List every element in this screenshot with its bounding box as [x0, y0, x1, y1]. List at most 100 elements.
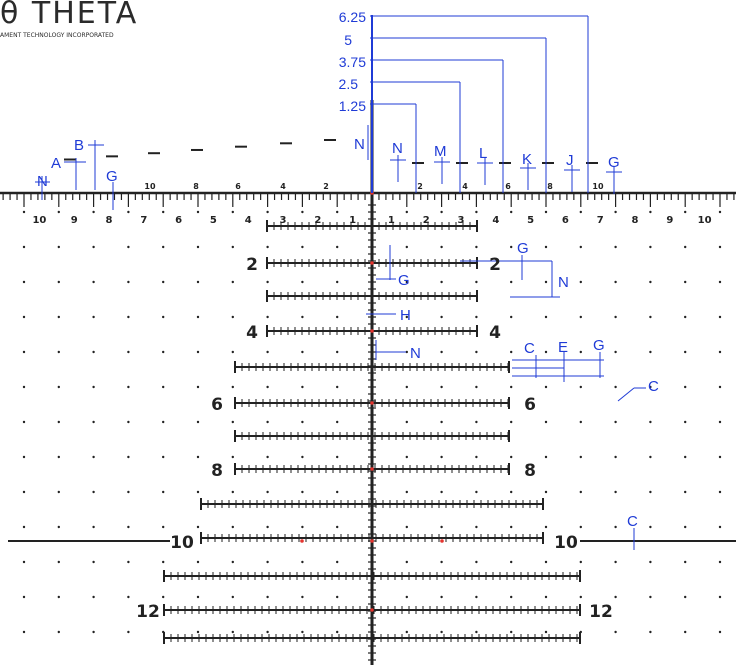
- aim-dot: [440, 560, 443, 564]
- aim-dot: [544, 455, 548, 459]
- holdover-label-left: 2: [323, 182, 329, 191]
- callout-n-left: N: [37, 173, 48, 190]
- aim-dot: [266, 280, 269, 284]
- aim-dot: [22, 630, 26, 634]
- aim-dot: [266, 315, 269, 319]
- aim-dot: [266, 385, 269, 389]
- aim-dot: [266, 420, 269, 424]
- callout-g-left: G: [106, 168, 118, 185]
- aim-dot: [405, 455, 408, 459]
- aim-dot: [510, 490, 513, 494]
- axis-label-right: 10: [698, 215, 712, 226]
- aim-dot: [266, 245, 269, 249]
- aim-dot: [196, 210, 200, 214]
- aim-dot: [544, 490, 548, 494]
- aim-dot: [684, 315, 687, 319]
- aim-dot: [22, 350, 26, 354]
- aim-dot: [614, 245, 617, 249]
- aim-dot: [127, 630, 130, 634]
- callout-l: L: [479, 145, 487, 162]
- aim-dot: [162, 385, 165, 389]
- aim-dot: [579, 455, 582, 459]
- aim-dot: [336, 245, 339, 249]
- aim-dot: [336, 525, 339, 529]
- aim-dot: [614, 595, 617, 599]
- aim-dot: [684, 560, 687, 564]
- aim-dot: [684, 420, 687, 424]
- center-dot: [370, 401, 374, 405]
- bar-label-right: 10: [554, 533, 578, 553]
- aim-dot: [370, 560, 374, 564]
- aim-dot: [510, 560, 513, 564]
- aim-dot: [57, 455, 60, 459]
- aim-dot: [231, 245, 234, 249]
- aim-dot: [266, 210, 269, 214]
- aim-dot: [301, 490, 304, 494]
- aim-dot: [614, 385, 617, 389]
- dim-label-1-25: 1.25: [339, 98, 366, 114]
- callout-g-upper-right: G: [517, 240, 529, 257]
- aim-dot: [370, 525, 374, 529]
- aim-dot: [544, 595, 548, 599]
- aim-dot: [370, 595, 374, 599]
- aim-dot: [440, 350, 443, 354]
- aim-dot: [475, 525, 478, 529]
- aim-dot: [510, 350, 513, 354]
- aim-dot: [301, 280, 304, 284]
- aim-dot: [718, 490, 722, 494]
- axis-label-left: 4: [245, 215, 252, 226]
- aim-dot: [231, 315, 234, 319]
- aim-dot: [440, 490, 443, 494]
- callout-a: A: [51, 155, 61, 172]
- aim-dot: [684, 525, 687, 529]
- aim-dot: [475, 245, 478, 249]
- aim-dot: [57, 420, 60, 424]
- aim-dot: [370, 315, 374, 319]
- aim-dot: [301, 630, 304, 634]
- callout-c-bottom: C: [627, 513, 638, 530]
- aim-dot: [22, 280, 26, 284]
- aim-dot: [196, 560, 200, 564]
- aim-dot: [649, 350, 652, 354]
- aim-dot: [614, 350, 617, 354]
- aim-dot: [475, 315, 478, 319]
- aim-dot: [370, 350, 374, 354]
- aim-dot: [370, 210, 374, 214]
- aim-dot: [57, 385, 60, 389]
- center-dot: [440, 539, 444, 543]
- callout-j: J: [566, 152, 574, 169]
- aim-dot: [544, 525, 548, 529]
- aim-dot: [301, 525, 304, 529]
- aim-dot: [649, 630, 652, 634]
- aim-dot: [57, 315, 60, 319]
- aim-dot: [162, 210, 165, 214]
- aim-dot: [510, 420, 513, 424]
- aim-dot: [440, 455, 443, 459]
- aim-dot: [301, 420, 304, 424]
- axis-label-right: 5: [527, 215, 534, 226]
- aim-dot: [614, 630, 617, 634]
- callout-m: M: [434, 143, 447, 160]
- aim-dot: [92, 350, 95, 354]
- aim-dot: [614, 315, 617, 319]
- holdover-label-right: 4: [462, 182, 468, 191]
- aim-dot: [370, 420, 374, 424]
- aim-dot: [57, 630, 60, 634]
- holdover-label-left: 8: [193, 182, 199, 191]
- aim-dot: [57, 280, 60, 284]
- aim-dot: [301, 245, 304, 249]
- aim-dot: [579, 525, 582, 529]
- aim-dot: [718, 350, 722, 354]
- aim-dot: [127, 525, 130, 529]
- aim-dot: [162, 595, 165, 599]
- aim-dot: [231, 525, 234, 529]
- aim-dot: [370, 455, 374, 459]
- dimension-lines: [35, 15, 646, 550]
- aim-dot: [92, 420, 95, 424]
- aim-dot: [370, 280, 374, 284]
- aim-dot: [614, 455, 617, 459]
- aim-dot: [649, 280, 652, 284]
- aim-dot: [614, 210, 617, 214]
- aim-dot: [336, 315, 339, 319]
